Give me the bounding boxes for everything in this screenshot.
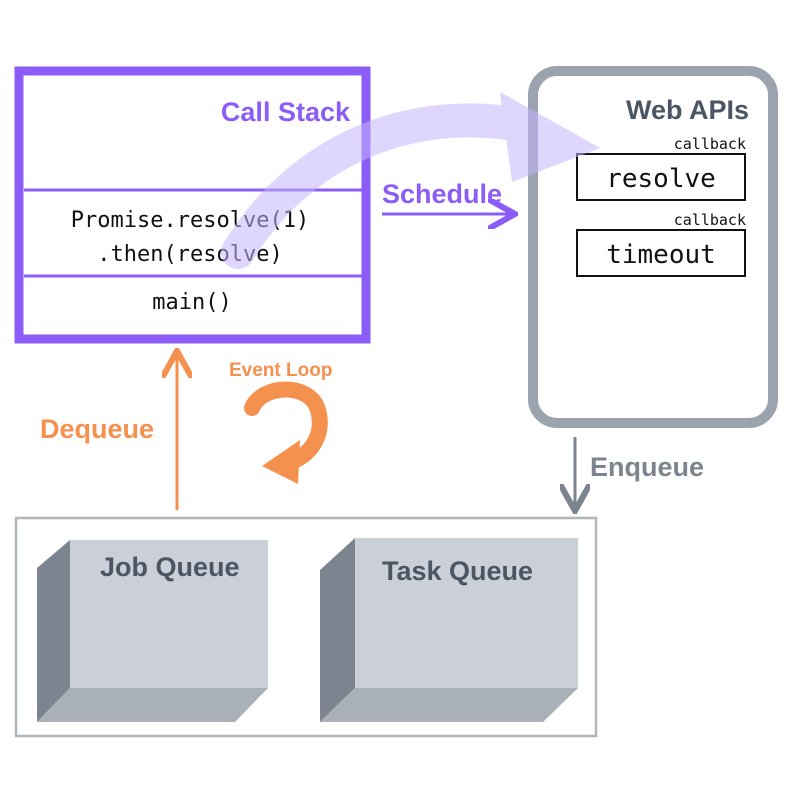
schedule-label: Schedule (382, 179, 502, 209)
web-api-item-resolve (576, 153, 746, 201)
job-queue-label: Job Queue (100, 552, 240, 582)
dequeue-label: Dequeue (40, 414, 154, 444)
event-loop-circular-arrow-icon (244, 381, 328, 484)
task-queue-label: Task Queue (382, 556, 533, 586)
event-loop-label: Event Loop (229, 360, 332, 381)
enqueue-label: Enqueue (590, 452, 704, 482)
call-stack-title: Call Stack (221, 97, 351, 127)
stack-frame-main: main() (152, 290, 231, 315)
schedule-curve-arrow (221, 92, 600, 269)
schedule-arrow: Schedule (382, 179, 512, 214)
web-api-item-timeout-label: timeout (606, 240, 716, 270)
enqueue-arrow: Enqueue (575, 437, 704, 508)
event-loop: Event Loop (229, 360, 332, 484)
callback-caption-1: callback (674, 135, 746, 153)
job-queue-box: Job Queue (37, 540, 268, 722)
web-api-item-resolve-label: resolve (606, 164, 716, 194)
task-queue-box: Task Queue (320, 538, 578, 722)
dequeue-arrow: Dequeue (40, 354, 177, 510)
callback-caption-2: callback (674, 211, 746, 229)
web-apis-panel: Web APIs callback resolve callback timeo… (528, 66, 778, 428)
web-apis-title: Web APIs (626, 95, 749, 125)
web-api-item-timeout (576, 229, 746, 277)
call-stack-panel: Call Stack Promise.resolve(1) .then(reso… (14, 66, 371, 344)
